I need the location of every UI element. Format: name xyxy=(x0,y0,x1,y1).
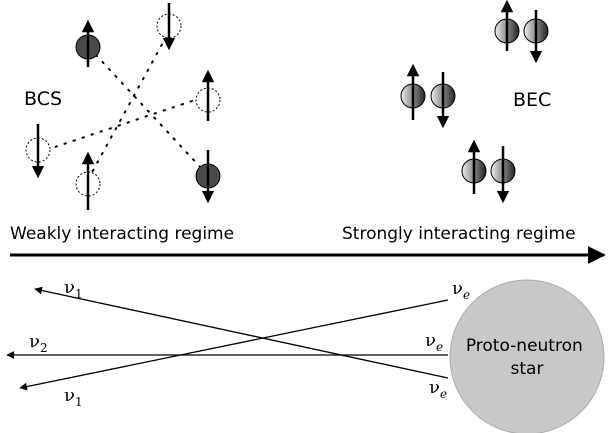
nu-label-left-2: ν2 xyxy=(29,331,48,355)
bcs-fermion-down-2 xyxy=(25,124,51,179)
strong-regime-label: Strongly interacting regime xyxy=(342,224,576,244)
bec-pair-3 xyxy=(461,139,516,204)
bcs-fermion-up-3 xyxy=(75,151,101,210)
neutrino-ray-1 xyxy=(34,286,449,379)
star-label-line-1: Proto-neutron xyxy=(466,336,583,356)
nu-label-right-1: νe xyxy=(452,278,470,302)
pair-link xyxy=(89,27,172,177)
nu-label-left-3: ν1 xyxy=(64,385,83,409)
bcs-fermion-down-3 xyxy=(195,150,221,204)
bec-pair-2 xyxy=(400,63,456,129)
neutrino-rays xyxy=(6,286,449,391)
bec-pair-1 xyxy=(494,0,549,64)
pair-link xyxy=(95,54,204,171)
bcs-label: BCS xyxy=(24,88,62,110)
nu-label-left-1: ν1 xyxy=(64,277,83,301)
bcs-fermion-down-1 xyxy=(156,3,182,51)
bcs-pair-links xyxy=(45,27,204,177)
star-label-line-2: star xyxy=(511,359,544,379)
neutrino-ray-3 xyxy=(19,299,449,391)
bec-label: BEC xyxy=(513,89,551,111)
bcs-fermion-up-1 xyxy=(75,19,101,67)
nu-label-right-3: νe xyxy=(429,377,447,401)
proto-neutron-star xyxy=(449,279,605,433)
pair-link xyxy=(45,97,202,151)
star-label: Proto-neutron star xyxy=(466,336,588,379)
nu-label-right-2: νe xyxy=(425,330,443,354)
weak-regime-label: Weakly interacting regime xyxy=(10,224,234,244)
bcs-fermion-up-2 xyxy=(195,69,221,121)
